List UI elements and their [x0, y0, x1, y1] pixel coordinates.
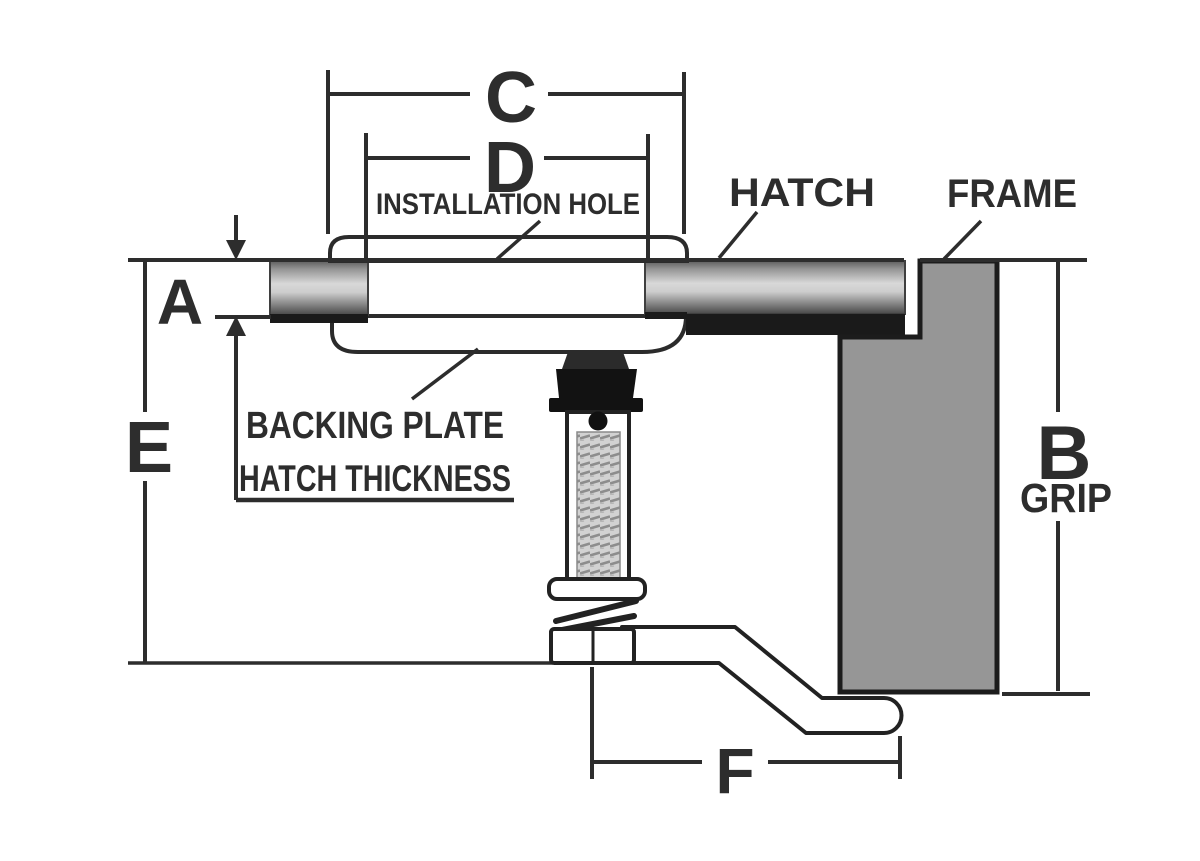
cam-arm — [620, 625, 904, 735]
dim-label-f: F — [715, 735, 754, 807]
dim-c-extension-lines — [326, 70, 686, 234]
hatch-left-bottom-edge — [270, 314, 368, 323]
hatch-right-bottom-edge — [645, 312, 687, 319]
label-hatch: HATCH — [729, 171, 875, 215]
dim-a-arrow-down-head — [226, 240, 246, 260]
threaded-shaft — [576, 431, 621, 580]
label-backing-plate: BACKING PLATE — [246, 405, 504, 447]
label-hatch-thickness: HATCH THICKNESS — [239, 458, 511, 499]
dim-d-extension-lines — [364, 133, 650, 260]
hatch-leader — [717, 210, 759, 260]
label-grip: GRIP — [1020, 475, 1112, 521]
dim-label-c: C — [485, 58, 537, 138]
frame-leader — [942, 219, 983, 261]
dim-label-e: E — [125, 408, 173, 488]
cam-washer — [549, 398, 643, 412]
label-installation-hole: INSTALLATION HOLE — [376, 188, 640, 221]
washer — [547, 577, 647, 601]
hatch-thickness-arrow-head — [226, 316, 246, 336]
dim-label-d: D — [484, 128, 536, 208]
backing-plate — [330, 314, 689, 354]
hatch-left-cross-section — [269, 260, 369, 316]
backing-plate-leader — [410, 347, 480, 401]
hatch-right-cross-section — [644, 260, 906, 315]
hatch-lip — [686, 314, 905, 335]
dim-label-a: A — [157, 266, 203, 338]
dim-label-b: B — [1037, 411, 1092, 496]
cam-body — [556, 369, 637, 398]
label-frame: FRAME — [947, 172, 1077, 216]
cam-cap — [562, 352, 629, 369]
shaft-pin — [588, 411, 608, 431]
installation-hole-leader — [495, 219, 542, 261]
